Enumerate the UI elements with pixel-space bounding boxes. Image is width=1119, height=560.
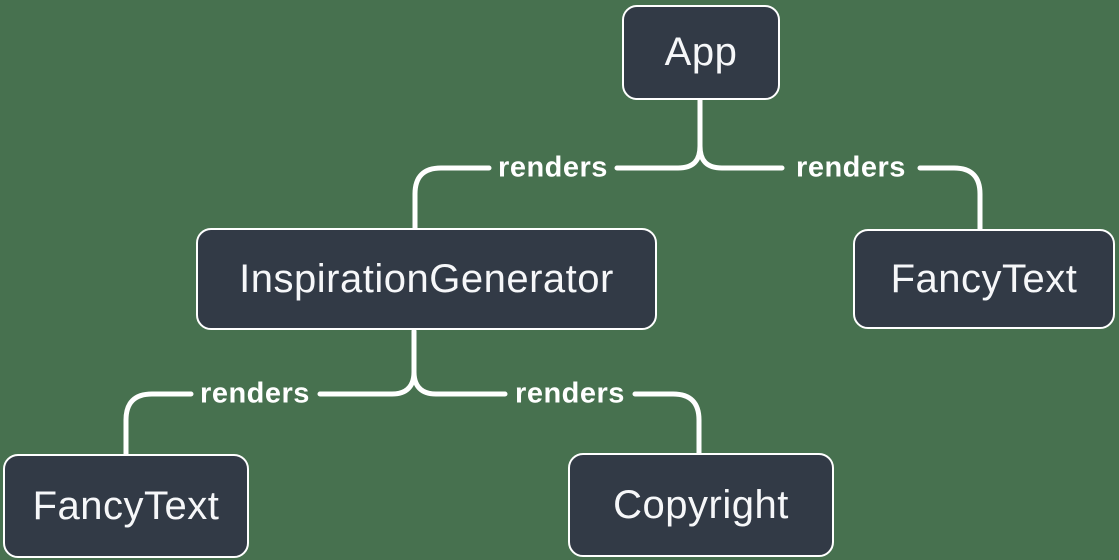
edge-label-inspiration-generator-copyright: renders <box>515 377 625 410</box>
node-copyright: Copyright <box>568 453 834 557</box>
node-copyright-label: Copyright <box>613 482 789 527</box>
edge-label-app-fancy-text: renders <box>796 151 906 184</box>
edge-app-split-left <box>614 97 703 171</box>
edge-to-fancy-text-top <box>917 165 983 233</box>
node-fancy-text-bottom: FancyText <box>3 454 249 558</box>
node-inspiration-generator: InspirationGenerator <box>196 228 657 330</box>
edge-to-copyright <box>632 391 702 458</box>
edge-to-fancy-text-bottom <box>123 391 194 458</box>
node-fancy-text-top: FancyText <box>853 229 1115 329</box>
node-inspiration-generator-label: InspirationGenerator <box>239 256 614 301</box>
edge-inspiration-split-right <box>411 369 508 397</box>
edge-app-split-right <box>697 143 785 171</box>
edge-to-inspiration-generator <box>412 165 492 232</box>
edge-label-app-inspiration-generator: renders <box>498 151 608 184</box>
node-app-label: App <box>664 30 738 74</box>
edge-label-inspiration-generator-fancy-text: renders <box>200 377 310 410</box>
node-app: App <box>622 5 780 100</box>
edge-inspiration-split-left <box>317 328 417 397</box>
node-fancy-text-bottom-label: FancyText <box>32 483 220 528</box>
node-fancy-text-top-label: FancyText <box>890 256 1078 301</box>
